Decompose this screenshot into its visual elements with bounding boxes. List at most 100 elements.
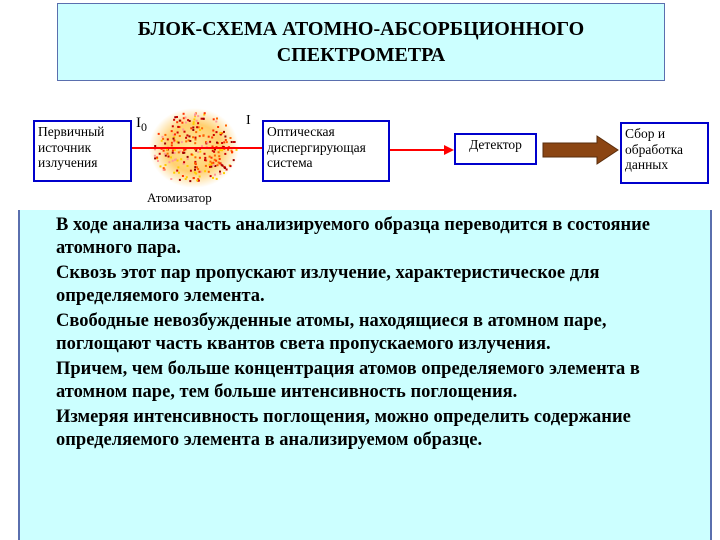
- atomizer-particle: [212, 164, 215, 167]
- atomizer-particle: [195, 149, 198, 152]
- atomizer-particle: [154, 157, 157, 160]
- atomizer-particle: [167, 155, 170, 158]
- atomizer-particle: [227, 148, 230, 151]
- atomizer-particle: [178, 126, 181, 128]
- atomizer-particle: [193, 118, 196, 121]
- atomizer-particle: [154, 148, 156, 151]
- atomizer-particle: [178, 135, 181, 137]
- atomizer-particle: [197, 122, 200, 125]
- atomizer-particle: [225, 141, 228, 144]
- atomizer-particle: [186, 155, 189, 158]
- atomizer-particle: [207, 170, 210, 173]
- atomizer-particle: [173, 171, 176, 174]
- atomizer-particle: [171, 159, 174, 162]
- i0-subscript: 0: [141, 120, 147, 134]
- atomizer-particle: [195, 131, 198, 134]
- source-line-1: Первичный: [38, 124, 105, 139]
- atomizer-particle: [178, 171, 180, 174]
- atomizer-particle: [186, 134, 189, 137]
- atomizer-particle: [188, 120, 191, 122]
- paragraph-1: В ходе анализа часть анализируемого обра…: [56, 215, 650, 258]
- atomizer-particle: [184, 116, 187, 119]
- atomizer-particle: [200, 117, 203, 120]
- atomizer-particle: [192, 126, 195, 129]
- atomizer-particle: [182, 112, 185, 115]
- atomizer-particle: [173, 118, 176, 121]
- atomizer-particle: [171, 149, 174, 152]
- detector-to-data-arrow: [542, 135, 619, 165]
- atomizer-particle: [160, 139, 163, 142]
- atomizer-particle: [183, 151, 186, 154]
- atomizer-particle: [174, 158, 176, 161]
- atomizer-particle: [213, 150, 216, 153]
- atomizer-particle: [180, 158, 183, 161]
- atomizer-particle: [196, 166, 198, 169]
- atomizer-particle: [157, 132, 160, 135]
- atomizer-particle: [168, 161, 171, 164]
- atomizer-particle: [229, 137, 232, 139]
- atomizer-particle: [194, 112, 197, 115]
- atomizer-particle: [212, 118, 215, 121]
- paragraph-5: Измеряя интенсивность поглощения, можно …: [56, 407, 631, 450]
- atomizer-particle: [199, 150, 202, 153]
- atomizer-particle: [219, 133, 222, 136]
- atomizer-particle: [164, 142, 167, 145]
- atomizer-particle: [232, 159, 235, 162]
- optic-to-detector-arrowhead: [444, 145, 454, 155]
- atomizer-particle: [177, 151, 180, 154]
- atomizer-particle: [211, 149, 214, 152]
- atomizer-particle: [186, 158, 189, 161]
- atomizer-particle: [170, 178, 173, 180]
- atomizer-particle: [192, 136, 195, 139]
- atomizer-particle: [176, 159, 179, 162]
- atomizer-particle: [196, 179, 199, 182]
- atomizer-particle: [176, 116, 178, 118]
- atomizer-particle: [221, 149, 224, 152]
- atomizer-particle: [219, 149, 222, 151]
- atomizer-particle: [231, 151, 234, 154]
- atomizer-particle: [190, 153, 193, 156]
- atomizer-particle: [197, 115, 200, 118]
- atomizer-particle: [181, 121, 184, 124]
- atomizer-particle: [217, 126, 220, 128]
- atomizer-particle: [211, 162, 214, 165]
- atomizer-particle: [182, 128, 185, 131]
- data-processing-box: Сбор и обработка данных: [620, 122, 709, 184]
- atomizer-particle: [183, 161, 186, 164]
- atomizer-particle: [192, 123, 195, 125]
- atomizer-particle: [219, 172, 222, 175]
- atomizer-particle: [214, 165, 217, 167]
- atomizer-particle: [213, 158, 216, 161]
- atomizer-particle: [178, 119, 181, 122]
- atomizer-particle: [176, 121, 179, 124]
- atomizer-particle: [209, 140, 212, 143]
- atomizer-particle: [171, 125, 174, 128]
- atomizer-particle: [203, 112, 206, 115]
- atomizer-particle: [163, 152, 166, 155]
- atomizer-particle: [215, 120, 218, 123]
- atomizer-particle: [223, 172, 225, 175]
- atomizer-particle: [211, 136, 214, 139]
- atomizer-particle: [170, 144, 173, 147]
- atomizer-particle: [172, 133, 175, 136]
- atomizer-particle: [194, 136, 197, 139]
- atomizer-particle: [179, 150, 182, 153]
- atomizer-particle: [197, 151, 200, 154]
- atomizer-particle: [203, 152, 206, 155]
- atomizer-particle: [158, 152, 161, 155]
- atomizer-particle: [209, 160, 212, 163]
- atomizer-particle: [197, 168, 200, 171]
- atomizer-particle: [164, 133, 167, 136]
- atomizer-particle: [229, 165, 232, 168]
- atomizer-particle: [192, 121, 195, 124]
- atomizer-particle: [213, 154, 216, 157]
- atomizer-particle: [208, 155, 211, 158]
- atomizer-particle: [197, 178, 200, 181]
- paragraph-2: Сквозь этот пар пропускают излучение, ха…: [56, 263, 600, 306]
- atomizer-particle: [162, 168, 165, 171]
- i0-letter: I: [136, 115, 141, 131]
- atomizer-particle: [194, 142, 197, 145]
- atomizer-particle: [176, 131, 179, 134]
- paragraph-3: Свободные невозбужденные атомы, находящи…: [56, 311, 607, 354]
- atomizer-particle: [216, 117, 218, 120]
